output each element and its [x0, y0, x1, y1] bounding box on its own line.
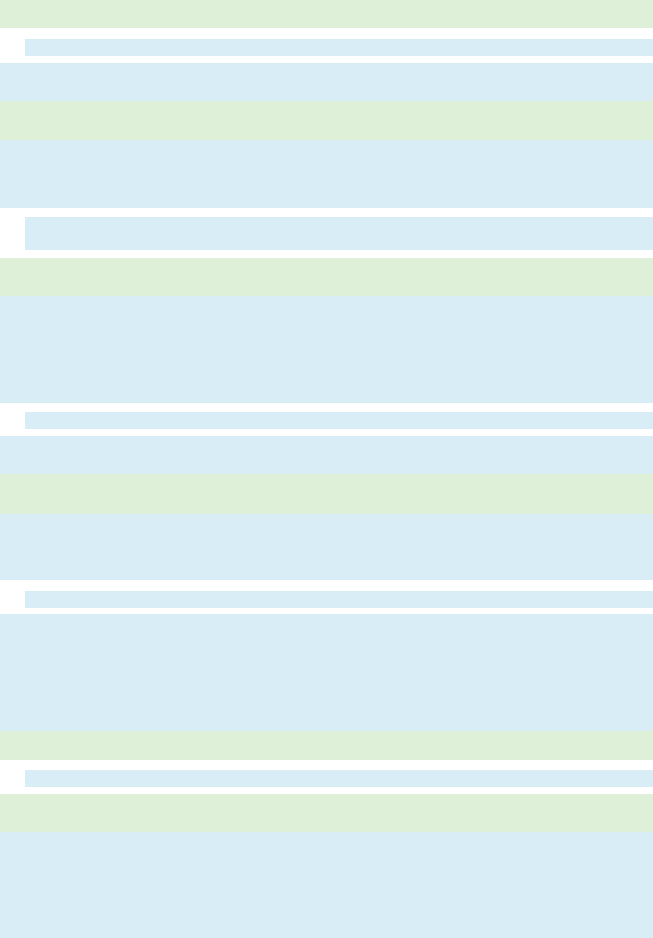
- row-7: [0, 258, 653, 296]
- row-10: [0, 436, 653, 474]
- row-12: [0, 514, 653, 580]
- row-1: [0, 0, 653, 28]
- row-2: [25, 39, 653, 56]
- row-6: [25, 217, 653, 250]
- row-17: [0, 794, 653, 832]
- row-9: [25, 412, 653, 429]
- row-5: [0, 140, 653, 208]
- row-8: [0, 296, 653, 403]
- row-3: [0, 63, 653, 101]
- row-11: [0, 474, 653, 514]
- row-16: [25, 770, 653, 787]
- row-14: [0, 614, 653, 731]
- row-18: [0, 832, 653, 938]
- row-13: [25, 591, 653, 608]
- row-4: [0, 101, 653, 140]
- row-15: [0, 731, 653, 760]
